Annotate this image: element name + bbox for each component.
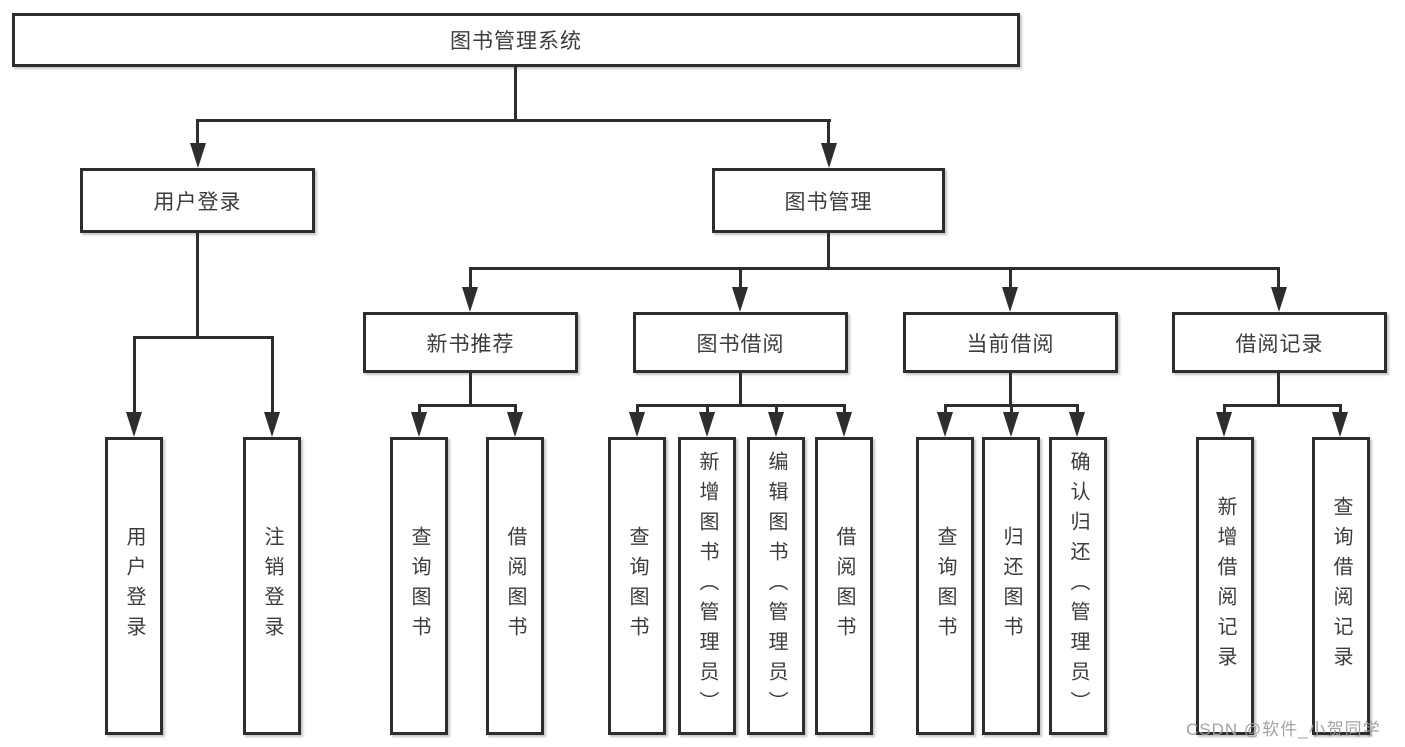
leaf-borrow-borrow-books-label: 借阅图书: [833, 526, 855, 646]
leaf-borrow-edit-books-admin: 编辑图书（管理员）: [747, 437, 805, 735]
arrowhead-g3-2: [699, 412, 715, 437]
node-current-borrowing: 当前借阅: [903, 312, 1118, 373]
arrowhead-book-mgmt: [821, 143, 837, 168]
node-borrowing-records: 借阅记录: [1172, 312, 1387, 373]
arrowhead-g1-1: [126, 412, 142, 437]
connector-newbook-shaft: [469, 267, 472, 289]
arrowhead-records: [1271, 287, 1287, 312]
arrowhead-newbook: [462, 287, 478, 312]
connector-book-mgmt-stem: [827, 233, 830, 270]
connector-book-mgmt-shaft: [827, 119, 830, 145]
csdn-watermark: CSDN @软件_小贺同学: [1186, 720, 1381, 739]
arrowhead-g4-1: [937, 412, 953, 437]
connector-g3-stem: [739, 373, 742, 407]
leaf-add-borrow-record-label: 新增借阅记录: [1214, 496, 1236, 676]
connector-g3-shaft-4: [843, 404, 846, 412]
connector-root-stem: [514, 67, 517, 120]
node-borrowing-records-label: 借阅记录: [1235, 332, 1324, 356]
connector-g3-shaft-2: [706, 404, 709, 412]
arrowhead-g4-3: [1069, 412, 1085, 437]
leaf-newbook-borrow-books: 借阅图书: [486, 437, 544, 735]
arrowhead-g2-1: [411, 412, 427, 437]
arrowhead-g2-2: [507, 412, 523, 437]
node-user-login-label: 用户登录: [153, 190, 242, 214]
connector-g1-shaft-2: [271, 336, 274, 412]
connector-g1-stem: [196, 233, 199, 339]
arrowhead-user-login: [190, 143, 206, 168]
leaf-current-return-books-label: 归还图书: [1000, 526, 1022, 646]
leaf-borrow-query-books: 查询图书: [608, 437, 666, 735]
leaf-current-confirm-return-admin-label: 确认归还（管理员）: [1067, 451, 1089, 721]
leaf-query-borrow-record-label: 查询借阅记录: [1330, 496, 1352, 676]
arrowhead-g3-1: [629, 412, 645, 437]
connector-g4-shaft-3: [1076, 404, 1079, 412]
leaf-current-query-books-label: 查询图书: [934, 526, 956, 646]
leaf-borrow-borrow-books: 借阅图书: [815, 437, 873, 735]
node-book-borrowing-label: 图书借阅: [696, 332, 785, 356]
connector-g3-branch: [636, 404, 845, 407]
leaf-current-confirm-return-admin: 确认归还（管理员）: [1049, 437, 1107, 735]
connector-currentborrow-shaft: [1009, 267, 1012, 289]
connector-g2-branch: [418, 404, 517, 407]
connector-level2-branch: [469, 267, 1280, 270]
connector-g2-shaft-1: [418, 404, 421, 412]
node-book-management-label: 图书管理: [784, 190, 873, 214]
leaf-current-return-books: 归还图书: [982, 437, 1040, 735]
node-current-borrowing-label: 当前借阅: [966, 332, 1055, 356]
arrowhead-g3-3: [768, 412, 784, 437]
node-user-login: 用户登录: [80, 168, 315, 233]
arrowhead-g4-2: [1003, 412, 1019, 437]
connector-g2-stem: [469, 373, 472, 407]
connector-user-login-shaft: [196, 119, 199, 145]
leaf-add-borrow-record: 新增借阅记录: [1196, 437, 1254, 735]
leaf-logout: 注销登录: [243, 437, 301, 735]
connector-g4-shaft-2: [1010, 404, 1013, 412]
node-new-book-recommend: 新书推荐: [363, 312, 578, 373]
connector-g5-branch: [1223, 404, 1341, 407]
leaf-query-borrow-record: 查询借阅记录: [1312, 437, 1370, 735]
node-root-label: 图书管理系统: [450, 30, 582, 53]
leaf-borrow-add-books-admin-label: 新增图书（管理员）: [696, 451, 718, 721]
connector-g5-stem: [1277, 373, 1280, 407]
connector-g4-shaft-1: [944, 404, 947, 412]
node-book-borrowing: 图书借阅: [633, 312, 848, 373]
connector-g2-shaft-2: [514, 404, 517, 412]
leaf-borrow-add-books-admin: 新增图书（管理员）: [678, 437, 736, 735]
connector-g1-branch: [133, 336, 274, 339]
leaf-newbook-borrow-books-label: 借阅图书: [504, 526, 526, 646]
leaf-user-login-label: 用户登录: [123, 526, 145, 646]
leaf-newbook-query-books-label: 查询图书: [408, 526, 430, 646]
leaf-borrow-query-books-label: 查询图书: [626, 526, 648, 646]
leaf-newbook-query-books: 查询图书: [390, 437, 448, 735]
connector-g5-shaft-1: [1223, 404, 1226, 412]
arrowhead-g5-1: [1216, 412, 1232, 437]
connector-g5-shaft-2: [1339, 404, 1342, 412]
arrowhead-bookborrow: [732, 287, 748, 312]
connector-g1-shaft-1: [133, 336, 136, 412]
arrowhead-currentborrow: [1002, 287, 1018, 312]
leaf-current-query-books: 查询图书: [916, 437, 974, 735]
node-book-management: 图书管理: [712, 168, 945, 233]
arrowhead-g1-2: [264, 412, 280, 437]
leaf-borrow-edit-books-admin-label: 编辑图书（管理员）: [765, 451, 787, 721]
connector-g3-shaft-3: [775, 404, 778, 412]
connector-level1-branch: [197, 119, 831, 122]
arrowhead-g3-4: [836, 412, 852, 437]
connector-g4-stem: [1009, 373, 1012, 407]
connector-g3-shaft-1: [636, 404, 639, 412]
connector-records-shaft: [1277, 267, 1280, 289]
connector-bookborrow-shaft: [739, 267, 742, 289]
node-new-book-recommend-label: 新书推荐: [426, 332, 515, 356]
node-root: 图书管理系统: [12, 13, 1020, 67]
arrowhead-g5-2: [1332, 412, 1348, 437]
leaf-logout-label: 注销登录: [261, 526, 283, 646]
leaf-user-login: 用户登录: [105, 437, 163, 735]
